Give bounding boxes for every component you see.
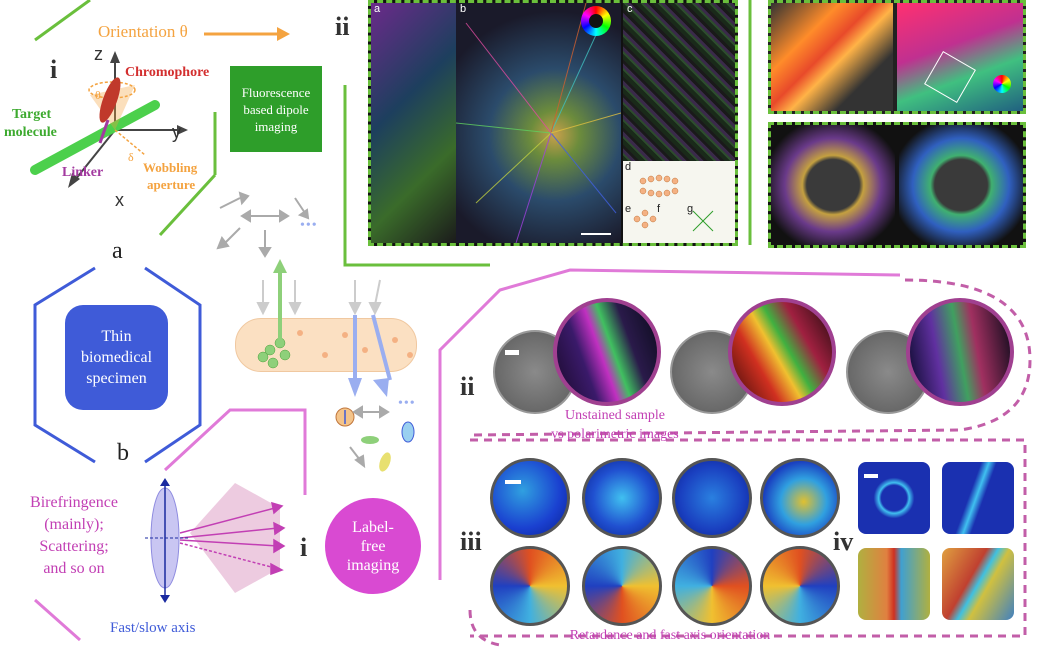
- specimen-tube-detail: [256, 259, 413, 381]
- waveplate-diagram: [145, 478, 286, 603]
- phase-map-image: [899, 125, 1023, 245]
- unstained-caption-1: Unstained sample: [565, 408, 665, 423]
- polarity-phase-map-panel: [768, 122, 1026, 248]
- chromophore-label: Chromophore: [125, 65, 210, 80]
- fast-slow-axis-label: Fast/slow axis: [110, 620, 196, 636]
- axis-label-x: x: [115, 190, 124, 210]
- specimen-line-1: Thin: [101, 328, 132, 345]
- orientation-label: Orientation θ: [98, 22, 188, 41]
- microscopy-letter-d: d: [625, 161, 632, 173]
- orientation-square-2: [942, 548, 1014, 620]
- scale-bar-iv: [864, 474, 878, 478]
- polarity-map-image: [771, 125, 895, 245]
- roman-numeral-iv: iv: [833, 527, 854, 556]
- label-free-line-2: free: [360, 537, 386, 555]
- roman-numeral-ii-top: ii: [335, 12, 350, 41]
- unstained-caption-2: vs polarimetric images: [551, 427, 679, 442]
- fiber-texture: [456, 3, 621, 243]
- orientation-square-1: [858, 548, 930, 620]
- microscopy-letter-g: g: [687, 203, 694, 215]
- label-a: a: [112, 238, 123, 264]
- retardance-image-4: [760, 458, 840, 538]
- polarimetric-image-3: [906, 298, 1014, 406]
- roman-numeral-i-bottom: i: [300, 533, 308, 562]
- orientation-image-4: [760, 546, 840, 626]
- scale-bar-iii: [505, 480, 521, 484]
- microscopy-letter-f: f: [657, 203, 661, 215]
- scattered-particles: [335, 405, 415, 472]
- roman-numeral-iii: iii: [460, 527, 482, 556]
- dipole-arrows-icon: [216, 191, 310, 258]
- target-molecule-label-2: molecule: [4, 125, 57, 140]
- retardance-caption: Retardance and fast axis orientation: [569, 628, 771, 643]
- microscopy-letter-b: b: [460, 3, 467, 15]
- orientation-image-2: [582, 546, 662, 626]
- orientation-image-3: [672, 546, 752, 626]
- microscopy-image-c: [623, 3, 735, 161]
- label-free-line-3: imaging: [346, 556, 400, 574]
- microscopy-image-a: [371, 3, 456, 243]
- microscopy-letter-c: c: [627, 3, 633, 15]
- microscopy-letter-e: e: [625, 203, 632, 215]
- fluorescence-box-line-3: imaging: [254, 118, 298, 134]
- label-b: b: [117, 440, 129, 466]
- fluorescence-box-line-1: Fluorescence: [241, 84, 311, 100]
- microscopy-letter-a: a: [374, 3, 381, 15]
- orientation-image-1: [490, 546, 570, 626]
- schematic-d-to-g: [623, 161, 735, 243]
- blue-arrowheads: [348, 378, 389, 397]
- birefringence-line-2: (mainly);: [44, 516, 104, 533]
- axis-label-y: y: [172, 122, 181, 142]
- birefringence-text: Birefringence (mainly); Scattering; and …: [15, 492, 133, 580]
- linker-label: Linker: [62, 165, 104, 180]
- fluorescence-box-line-2: based dipole: [243, 101, 309, 117]
- theta-symbol: θ: [95, 88, 101, 102]
- microscopy-montage-panel: a b c d e f g: [368, 0, 738, 246]
- target-molecule-label-1: Target: [12, 107, 52, 122]
- polarimetric-image-1: [553, 298, 661, 406]
- scale-bar: [581, 233, 611, 235]
- fluorescence-imaging-box: Fluorescence based dipole imaging: [230, 66, 322, 152]
- microscopy-image-b: [456, 3, 621, 243]
- color-wheel-icon-small: [993, 75, 1011, 93]
- retardance-image-1: [490, 458, 570, 538]
- polarimetric-image-2: [728, 298, 836, 406]
- delta-symbol: δ: [128, 150, 134, 164]
- specimen-box: Thin biomedical specimen: [65, 305, 168, 410]
- dipole-axes-diagram: [30, 51, 188, 188]
- birefringence-line-1: Birefringence: [30, 494, 118, 511]
- specimen-line-2: biomedical: [80, 349, 153, 366]
- molecular-schematic: [633, 174, 714, 232]
- birefringence-line-4: and so on: [43, 560, 105, 577]
- roman-numeral-i-top: i: [50, 55, 58, 84]
- fiber-image-left: [771, 3, 893, 111]
- retardance-square-1: [858, 462, 930, 534]
- axis-label-z: z: [94, 44, 103, 64]
- ellipsis-top: •••: [300, 218, 318, 233]
- specimen-line-3: specimen: [86, 370, 147, 387]
- ellipsis-bottom: •••: [398, 396, 416, 411]
- label-free-imaging-circle: Label- free imaging: [325, 498, 421, 594]
- color-wheel-icon: [581, 6, 611, 36]
- fiber-images-panel: [768, 0, 1026, 114]
- retardance-square-2: [942, 462, 1014, 534]
- label-free-line-1: Label-: [352, 518, 394, 536]
- wobbling-label-1: Wobbling: [143, 160, 198, 175]
- orientation-arrow-icon: [204, 27, 290, 41]
- wobbling-label-2: aperture: [147, 177, 196, 192]
- roman-numeral-ii-bottom: ii: [460, 372, 475, 401]
- retardance-image-2: [582, 458, 662, 538]
- fiber-image-right: [897, 3, 1023, 111]
- retardance-image-3: [672, 458, 752, 538]
- birefringence-line-3: Scattering;: [39, 538, 109, 555]
- scale-bar-ii: [505, 350, 519, 355]
